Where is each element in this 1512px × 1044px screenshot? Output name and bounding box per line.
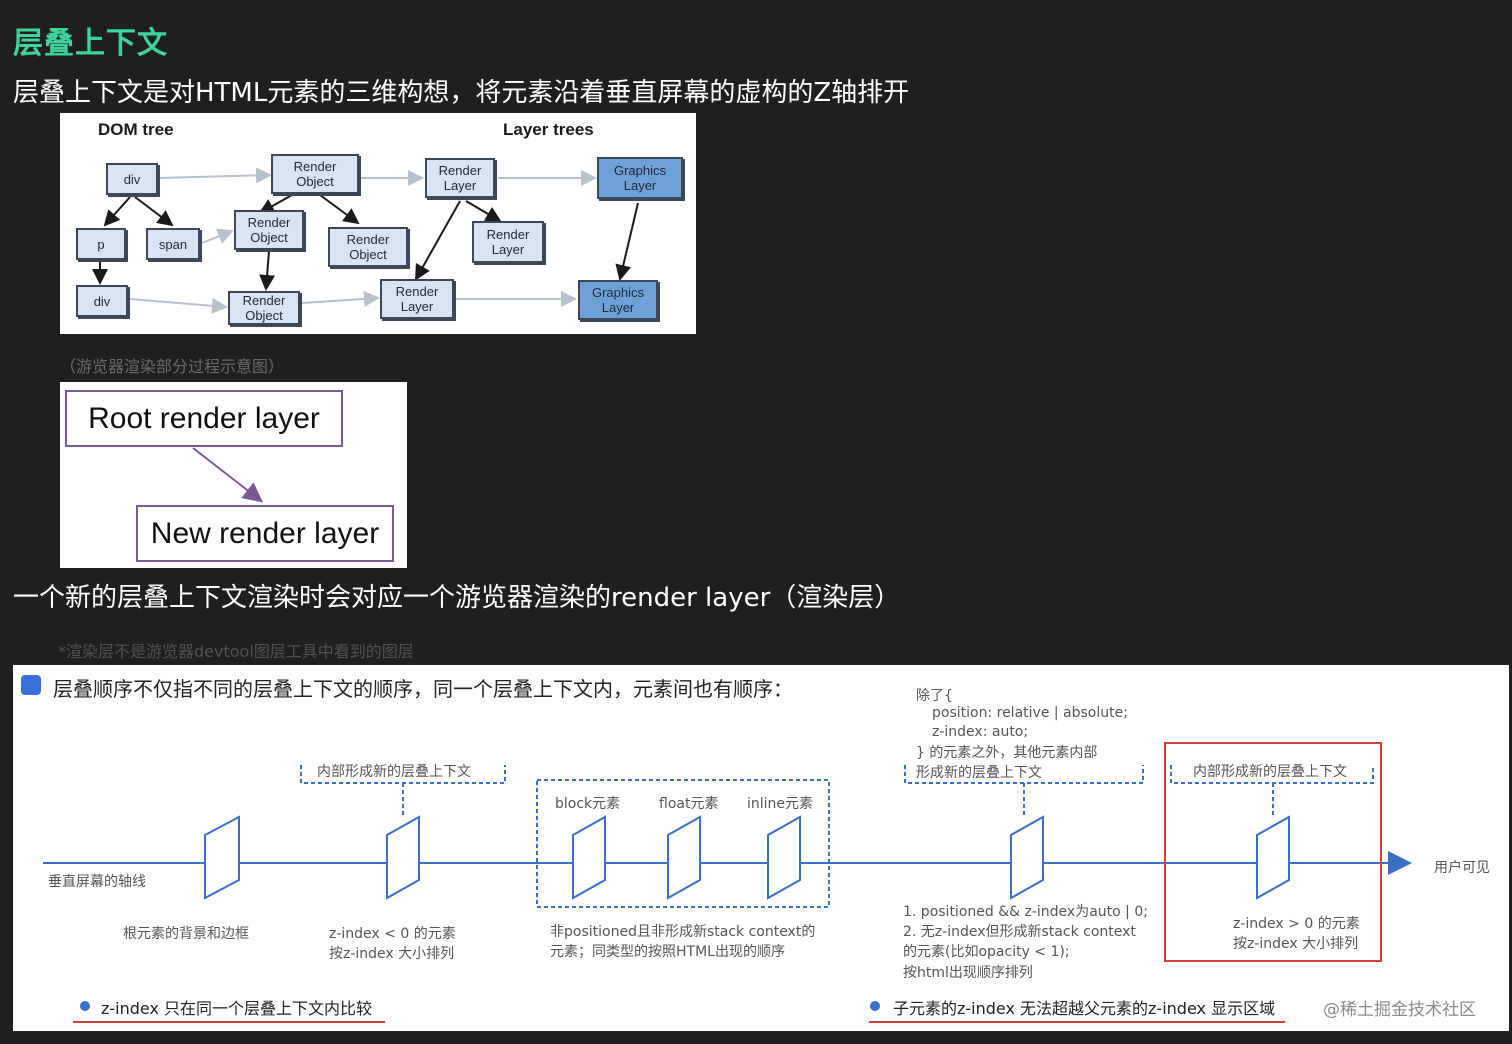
page-subtitle: 层叠上下文是对HTML元素的三维构想，将元素沿着垂直屏幕的虚构的Z轴排开 <box>13 78 910 108</box>
positive-z-label-1: z-index > 0 的元素 <box>1233 916 1360 932</box>
positioned-rule-3: 的元素(比如opacity < 1); <box>903 944 1070 960</box>
figure-caption: （游览器渲染部分过程示意图） <box>60 357 285 376</box>
bullet-marker <box>21 675 41 695</box>
devtool-note: *渲染层不是游览器devtool图层工具中看到的图层 <box>58 642 414 661</box>
graphics-layer-node: Graphics Layer <box>578 280 658 320</box>
except-rule-line-1: 除了{ <box>916 688 953 704</box>
render-layer-figure: Root render layer New render layer <box>60 382 407 568</box>
positioned-rule-2: 2. 无z-index但形成新stack context <box>903 924 1136 940</box>
render-object-node: Render Object <box>228 291 300 325</box>
stacking-axis-graphic <box>43 742 1412 1023</box>
layer-trees-title: Layer trees <box>503 120 594 139</box>
positioned-rule-4: 按html出现顺序排列 <box>903 965 1033 981</box>
dom-node-p: p <box>76 228 126 260</box>
site-watermark: @稀土掘金技术社区 <box>1323 1000 1476 1020</box>
footnote-right: 子元素的z-index 无法超越父元素的z-index 显示区域 <box>893 999 1276 1018</box>
page-heading: 层叠上下文 <box>13 26 168 61</box>
root-background-label: 根元素的背景和边框 <box>123 926 249 942</box>
except-rule-line-4: } 的元素之外，其他元素内部 <box>916 745 1098 761</box>
non-positioned-label-2: 元素；同类型的按照HTML出现的顺序 <box>550 944 785 960</box>
render-layer-node: Render Layer <box>472 221 544 263</box>
except-rule-line-2: position: relative | absolute; <box>932 705 1128 721</box>
new-render-layer-box: New render layer <box>136 505 394 562</box>
render-object-node: Render Object <box>234 210 304 250</box>
render-layer-node: Render Layer <box>425 158 495 198</box>
root-render-layer-box: Root render layer <box>65 390 343 447</box>
dom-node-span: span <box>146 228 200 260</box>
dom-node-div-child: div <box>76 285 128 317</box>
render-layer-arrow <box>192 447 264 503</box>
float-label: float元素 <box>659 796 719 812</box>
render-pipeline-figure: DOM tree Layer trees div p span div <box>60 113 696 334</box>
render-object-node: Render Object <box>271 154 359 194</box>
stacking-order-diagram: 层叠顺序不仅指不同的层叠上下文的顺序，同一个层叠上下文内，元素间也有顺序： <box>13 665 1509 1031</box>
graphics-layer-node: Graphics Layer <box>597 157 683 199</box>
axis-label: 垂直屏幕的轴线 <box>48 874 146 890</box>
inline-label: inline元素 <box>747 796 814 812</box>
inner-context-label: 内部形成新的层叠上下文 <box>317 764 471 780</box>
footnote-left: z-index 只在同一个层叠上下文内比较 <box>101 999 373 1018</box>
render-layer-statement: 一个新的层叠上下文渲染时会对应一个游览器渲染的render layer（渲染层） <box>13 583 901 613</box>
positioned-rule-1: 1. positioned && z-index为auto | 0; <box>903 904 1148 920</box>
render-object-node: Render Object <box>328 227 408 267</box>
positive-z-label-2: 按z-index 大小排列 <box>1233 936 1359 952</box>
except-rule-line-3: z-index: auto; <box>932 724 1029 740</box>
except-rule-line-5: 形成新的层叠上下文 <box>916 765 1042 781</box>
stacking-title: 层叠顺序不仅指不同的层叠上下文的顺序，同一个层叠上下文内，元素间也有顺序： <box>53 677 793 701</box>
dom-tree-title: DOM tree <box>98 120 174 139</box>
user-visible-label: 用户可见 <box>1434 860 1490 876</box>
negative-z-label-2: 按z-index 大小排列 <box>329 946 455 962</box>
block-label: block元素 <box>555 796 621 812</box>
dom-node-div: div <box>106 163 158 195</box>
render-layer-node: Render Layer <box>380 279 454 319</box>
negative-z-label-1: z-index < 0 的元素 <box>329 926 456 942</box>
non-positioned-label-1: 非positioned且非形成新stack context的 <box>550 924 816 940</box>
render-pipeline-arrows <box>92 167 639 314</box>
inner-context-label-highlighted: 内部形成新的层叠上下文 <box>1193 764 1347 780</box>
